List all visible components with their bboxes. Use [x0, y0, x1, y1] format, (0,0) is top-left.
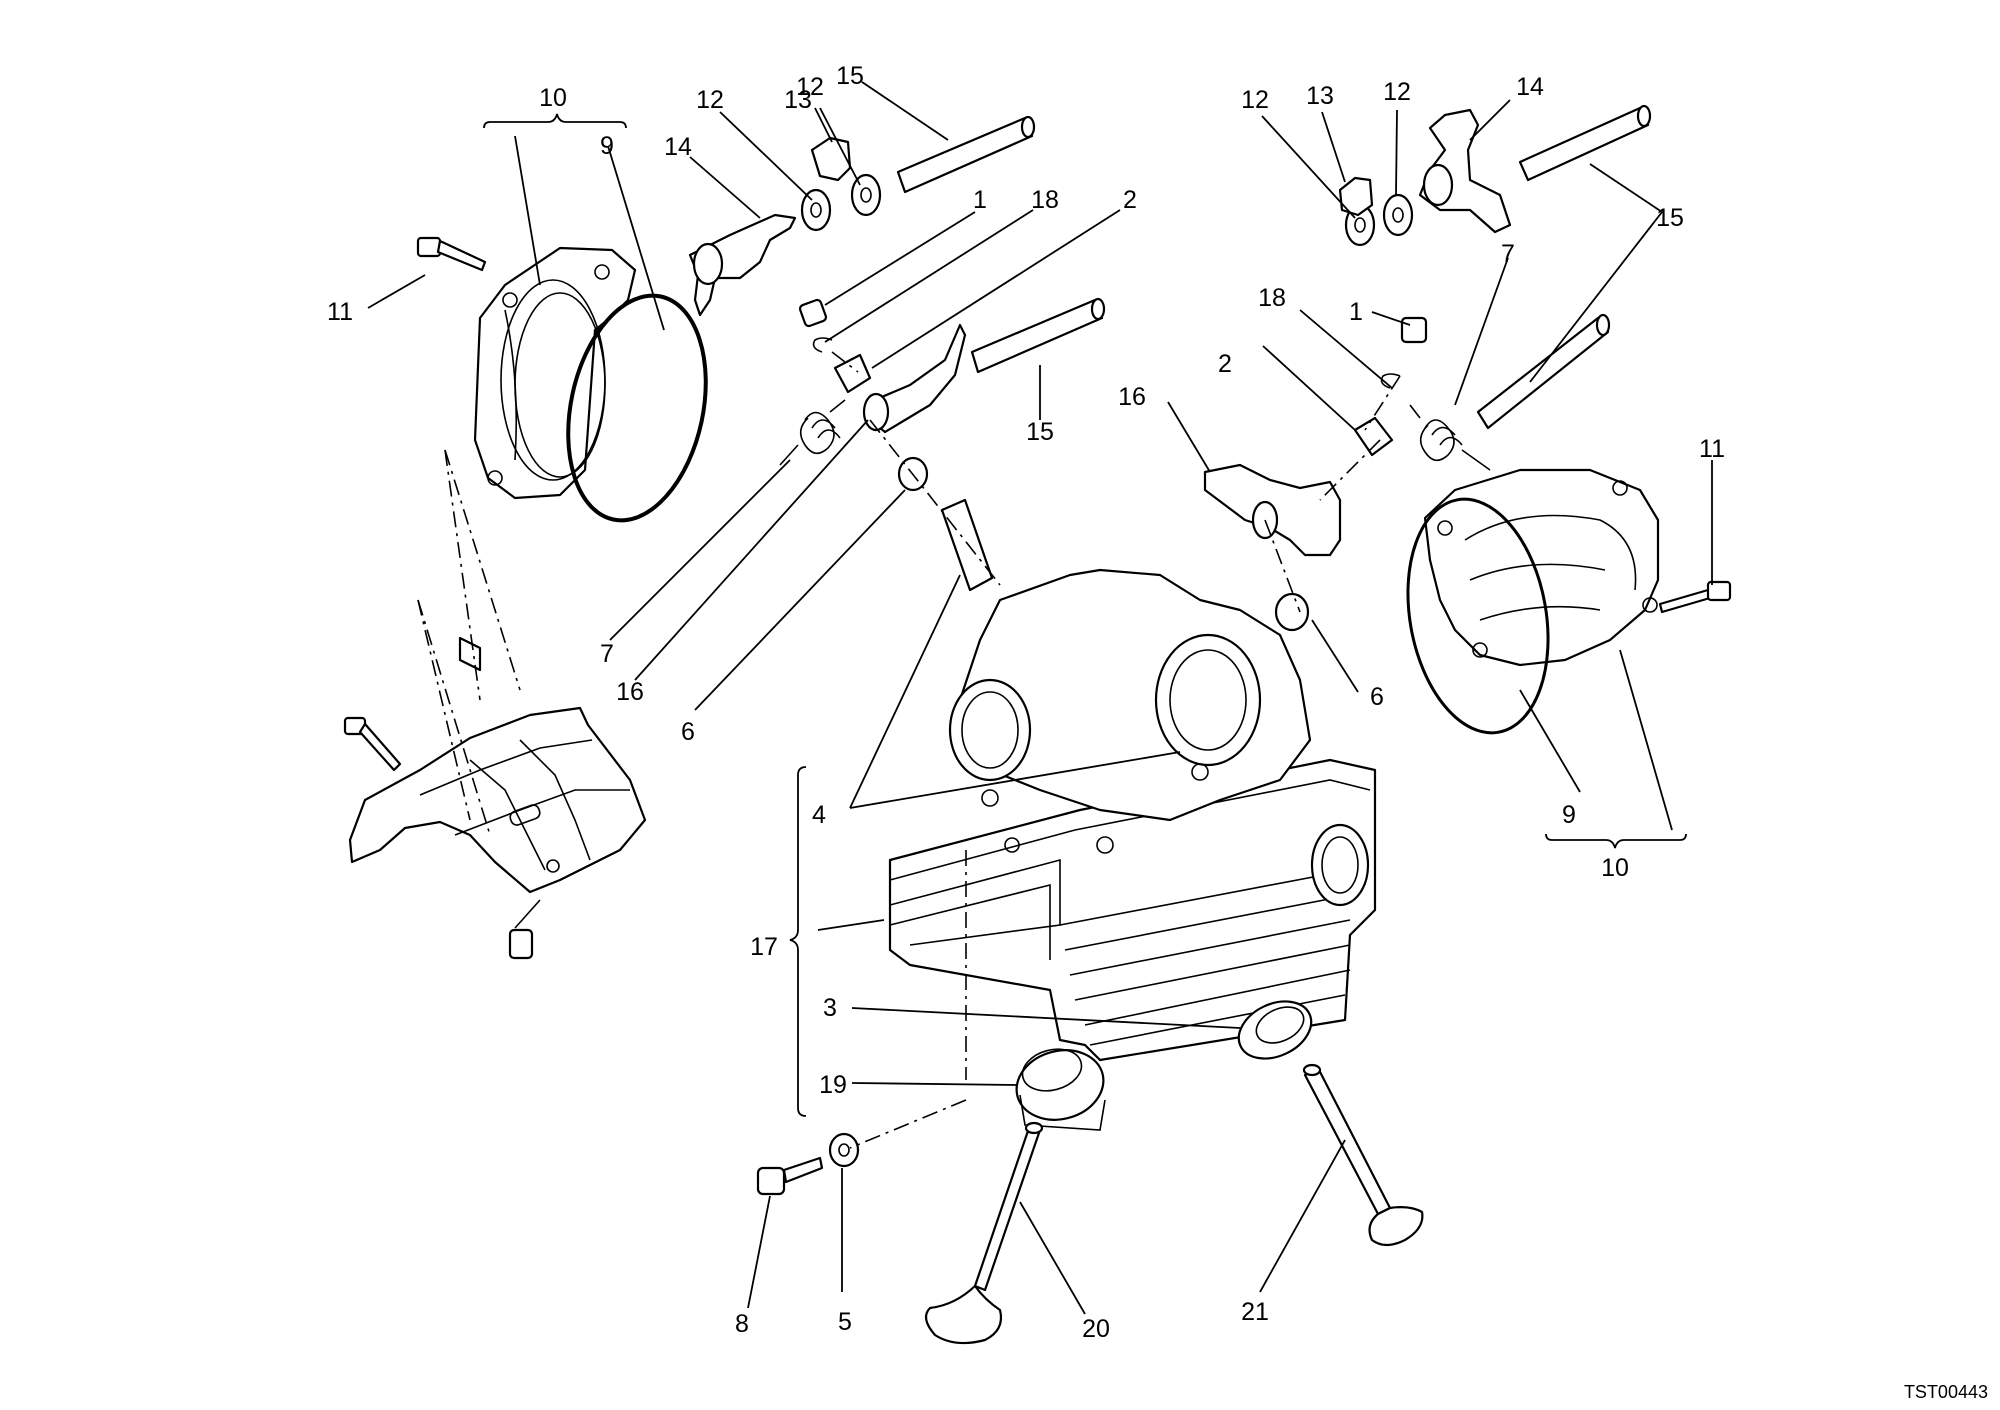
- callout-6-right: 6: [1370, 683, 1384, 711]
- washer-ul-1: [800, 188, 832, 232]
- callout-1-left: 1: [973, 186, 987, 214]
- braces: [483, 113, 1687, 1117]
- callout-11-right: 11: [1699, 435, 1725, 463]
- washer-ur-2: [1382, 193, 1414, 237]
- drawing-code: TST00443: [1904, 1382, 1988, 1402]
- spacer-ul: [810, 136, 852, 182]
- callout-16-right: 16: [1118, 383, 1146, 411]
- circlip-right: [1380, 373, 1401, 389]
- callout-15-ul-a: 15: [836, 62, 864, 90]
- rocker-shaft-ul-1: [896, 115, 1036, 194]
- callout-18-left: 18: [1031, 186, 1059, 214]
- callout-5: 5: [838, 1308, 852, 1336]
- valve-seal-left: [1015, 1048, 1106, 1131]
- callout-16-left: 16: [616, 678, 644, 706]
- callout-9-left: 9: [600, 132, 614, 160]
- callout-2-right: 2: [1218, 350, 1232, 378]
- callout-11-left: 11: [327, 298, 353, 326]
- callout-12-ur-a: 12: [1241, 86, 1269, 114]
- heat-shield-bracket: [343, 636, 647, 960]
- callout-12-ur-b: 12: [1383, 78, 1411, 106]
- exhaust-valve: [1302, 1063, 1424, 1247]
- left-bolt: [416, 236, 487, 272]
- callout-7-left: 7: [600, 640, 614, 668]
- spring-left: [779, 399, 846, 466]
- parts-artwork: [343, 104, 1732, 1345]
- rocker-shaft-ur-2: [1476, 313, 1611, 430]
- callout-18-right: 18: [1258, 284, 1286, 312]
- cap-left: [833, 353, 872, 394]
- adjuster-left: [897, 456, 994, 592]
- callout-12-ul-a: 12: [696, 86, 724, 114]
- shim-left: [798, 298, 828, 328]
- bolt-bottom: [756, 1156, 824, 1196]
- right-bolt: [1658, 580, 1732, 614]
- callout-17: 17: [750, 933, 778, 961]
- right-cover: [1423, 468, 1660, 667]
- callout-2-left: 2: [1123, 186, 1137, 214]
- rocker-arm-upper-right: [1418, 108, 1512, 234]
- callout-21: 21: [1241, 1298, 1269, 1326]
- rocker-shaft-ur-1: [1518, 104, 1652, 182]
- intake-valve: [924, 1121, 1044, 1345]
- callout-15-right: 15: [1656, 204, 1684, 232]
- callout-4: 4: [812, 801, 826, 829]
- washer-bottom: [828, 1132, 860, 1168]
- left-o-ring: [566, 293, 708, 523]
- brace-left-10: [483, 113, 627, 129]
- callout-15-ul-b: 15: [1026, 418, 1054, 446]
- brace-17: [789, 766, 807, 1117]
- callout-14-ur: 14: [1516, 73, 1544, 101]
- callout-3: 3: [823, 994, 837, 1022]
- cylinder-head: [888, 568, 1377, 1062]
- callout-12-ul-b: 12: [796, 73, 824, 101]
- leader-lines: [367, 81, 1713, 1315]
- cap-right: [1353, 416, 1394, 457]
- rocker-arm-lower-left: [862, 297, 1106, 434]
- callout-9-right: 9: [1562, 801, 1576, 829]
- shim-right: [1400, 316, 1428, 344]
- callout-labels: 10 9 11 12 13 12 15 14 1 18 2 15 7 16 6 …: [327, 62, 1725, 1343]
- assembly-lines: [417, 351, 1401, 1149]
- callout-20: 20: [1082, 1315, 1110, 1343]
- circlip-left: [812, 337, 833, 353]
- callout-6-left: 6: [681, 718, 695, 746]
- valve-seal-right: [1237, 1000, 1313, 1060]
- callout-19: 19: [819, 1071, 847, 1099]
- callout-13-ul: 13: [784, 86, 812, 114]
- spring-right: [1409, 404, 1491, 471]
- callout-14-ul: 14: [664, 133, 692, 161]
- right-o-ring: [1406, 497, 1550, 735]
- rocker-arm-upper-left: [688, 213, 797, 317]
- callout-10-right: 10: [1601, 854, 1629, 882]
- spacer-ur: [1338, 176, 1374, 217]
- callout-1-right: 1: [1349, 298, 1363, 326]
- callout-13-ur: 13: [1306, 82, 1334, 110]
- callout-7-right: 7: [1501, 240, 1515, 268]
- callout-8: 8: [735, 1310, 749, 1338]
- washer-ul-2: [850, 173, 882, 217]
- left-cover: [473, 246, 637, 500]
- brace-right-10: [1545, 833, 1687, 849]
- callout-10-left: 10: [539, 84, 567, 112]
